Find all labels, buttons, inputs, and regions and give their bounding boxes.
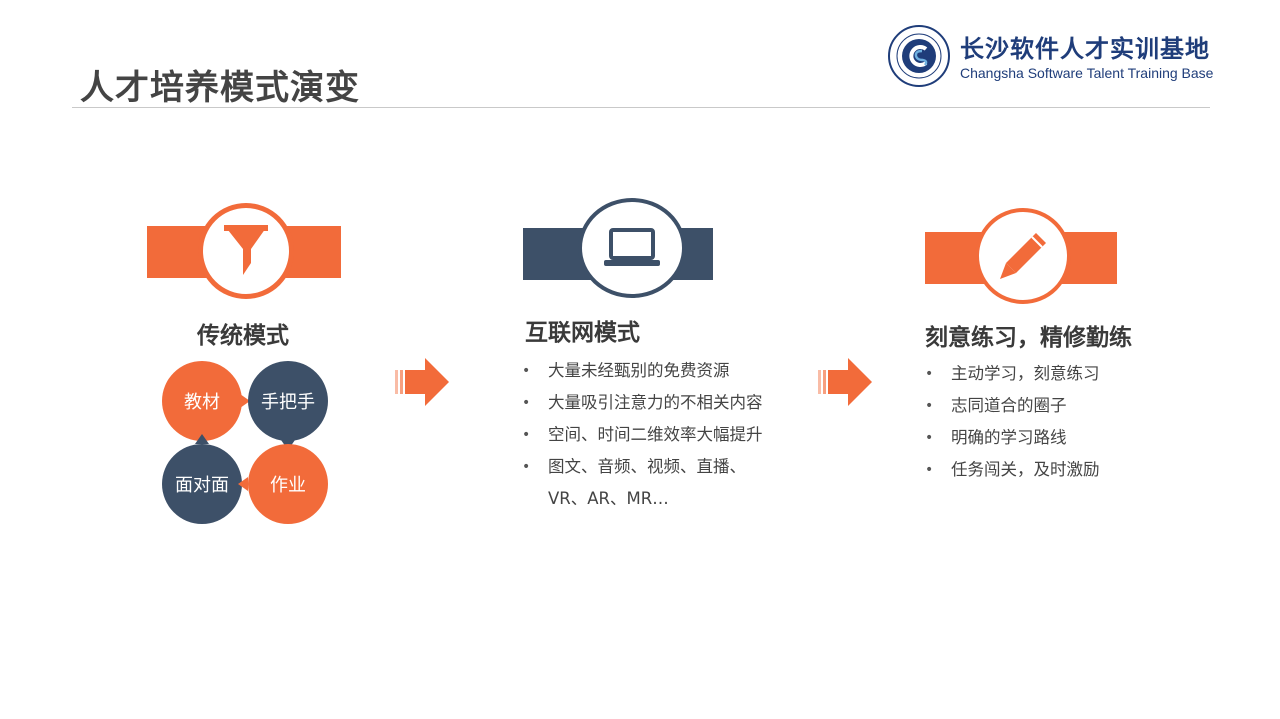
- bubble-homework: 作业: [248, 444, 328, 524]
- bubble-pointer: [195, 434, 209, 444]
- logo: 长沙软件人才实训基地 Changsha Software Talent Trai…: [888, 25, 1218, 93]
- list-item: 明确的学习路线: [923, 422, 1100, 454]
- list-item: 志同道合的圈子: [923, 390, 1100, 422]
- column-title: 互联网模式: [525, 320, 640, 346]
- icon-badge: [198, 203, 294, 299]
- list-item: 大量未经甄别的免费资源: [520, 355, 763, 387]
- bubble-pointer: [240, 394, 250, 408]
- logo-name-en: Changsha Software Talent Training Base: [960, 65, 1214, 81]
- bubble-pointer: [238, 477, 248, 491]
- column-title: 刻意练习，精修勤练: [925, 325, 1132, 351]
- header-divider: [72, 107, 1210, 108]
- list-item: 主动学习，刻意练习: [923, 358, 1100, 390]
- feature-list: 大量未经甄别的免费资源 大量吸引注意力的不相关内容 空间、时间二维效率大幅提升 …: [520, 355, 763, 515]
- bubble-textbook: 教材: [162, 361, 242, 441]
- bubble-hand-holding: 手把手: [248, 361, 328, 441]
- funnel-icon: [224, 225, 268, 275]
- icon-badge: [975, 208, 1071, 304]
- feature-list: 主动学习，刻意练习 志同道合的圈子 明确的学习路线 任务闯关，及时激励: [923, 358, 1100, 486]
- bubble-face-to-face: 面对面: [162, 444, 242, 524]
- laptop-icon: [604, 228, 660, 266]
- list-item: 任务闯关，及时激励: [923, 454, 1100, 486]
- page-title: 人才培养模式演变: [80, 68, 360, 108]
- list-item: 空间、时间二维效率大幅提升: [520, 419, 763, 451]
- arrow-right-icon: [395, 358, 449, 406]
- logo-name-cn: 长沙软件人才实训基地: [960, 35, 1210, 63]
- arrow-right-icon: [818, 358, 872, 406]
- list-item: 大量吸引注意力的不相关内容: [520, 387, 763, 419]
- list-item-continuation: VR、AR、MR…: [548, 489, 669, 508]
- pencil-icon: [1000, 233, 1046, 279]
- icon-badge: [578, 198, 686, 298]
- logo-emblem-icon: [888, 25, 950, 87]
- list-item: 图文、音频、视频、直播、: [520, 451, 763, 483]
- column-title: 传统模式: [197, 323, 289, 349]
